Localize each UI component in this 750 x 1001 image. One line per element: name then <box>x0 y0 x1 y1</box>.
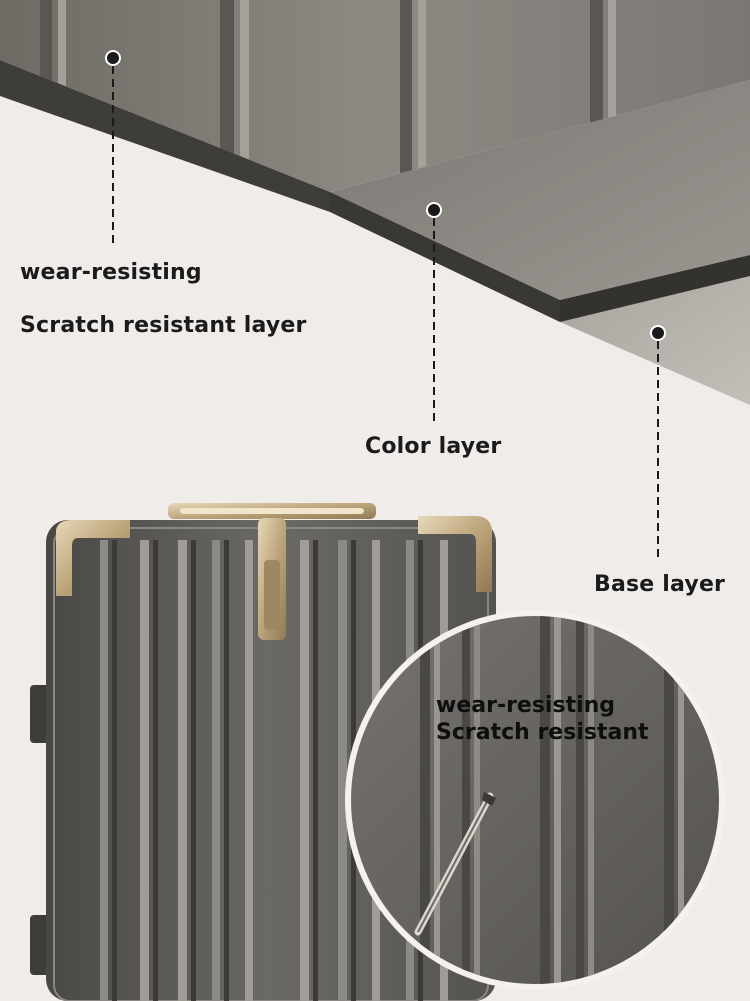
callout-dot-color <box>426 202 442 218</box>
callout-dot-wear <box>105 50 121 66</box>
zoom-label-wear: wear-resisting <box>436 693 616 718</box>
scratch-layer-edge <box>0 60 330 212</box>
corner-guard-left <box>56 520 130 596</box>
layer-stack <box>0 0 750 405</box>
zoom-label-scratch: Scratch resistant <box>436 720 649 745</box>
label-scratch-resistant-layer: Scratch resistant layer <box>20 313 307 338</box>
callout-dot-base <box>650 325 666 341</box>
color-layer-edge <box>330 192 560 322</box>
callouts <box>105 50 666 562</box>
scratch-layer-panel <box>0 0 750 192</box>
screwdriver-tip <box>482 792 496 806</box>
corner-guard-right <box>418 516 492 592</box>
label-wear-resisting: wear-resisting <box>20 260 202 285</box>
label-color-layer: Color layer <box>365 434 502 459</box>
label-base-layer: Base layer <box>594 572 726 597</box>
color-layer-panel <box>330 80 750 300</box>
zoom-detail <box>345 610 725 990</box>
